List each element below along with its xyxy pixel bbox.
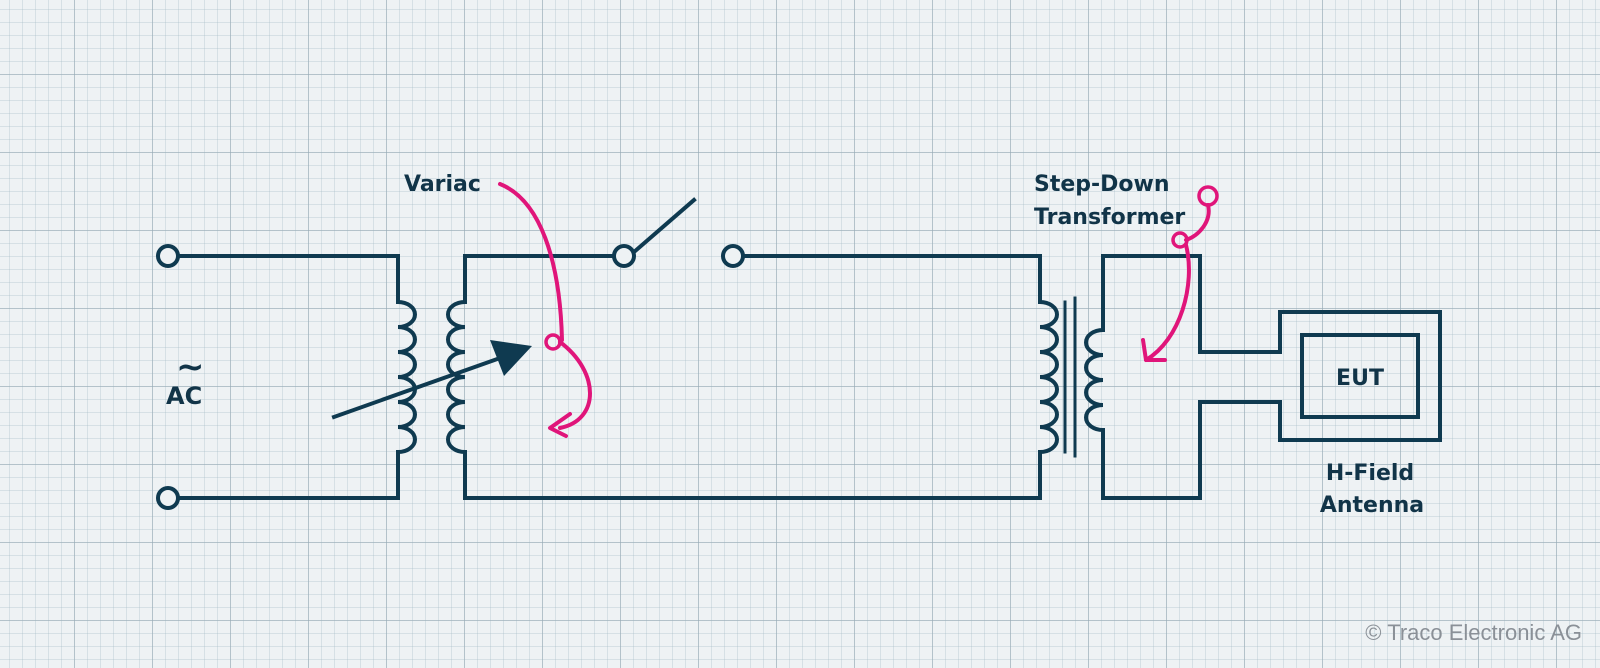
variac-label: Variac (404, 172, 481, 197)
secondary-wiring (1101, 254, 1442, 500)
ac-terminal-top (156, 244, 180, 268)
eut-label: EUT (1336, 366, 1384, 391)
ac-source-label: AC (166, 382, 202, 410)
step-down-label-line1: Step-Down (1034, 172, 1170, 197)
eut-box (1300, 333, 1420, 419)
ac-tilde-label: ~ (176, 347, 205, 387)
main-circuit-wiring (463, 197, 1042, 500)
variac-annotation-arrow (498, 182, 592, 438)
switch-terminal-left (612, 244, 636, 268)
step-down-secondary-coil (1084, 328, 1105, 432)
switch-terminal-right (721, 244, 745, 268)
ac-terminal-bottom (156, 486, 180, 510)
antenna-label-line1: H-Field (1326, 461, 1414, 486)
copyright-notice: © Traco Electronic AG (1365, 620, 1582, 645)
antenna-label-line2: Antenna (1320, 493, 1424, 518)
ac-source-wiring (166, 254, 400, 500)
variac-adjust-arrow (331, 340, 532, 420)
transformer-core (1063, 296, 1077, 458)
step-down-label-line2: Transformer (1034, 205, 1185, 230)
step-down-annotation-arrow (1141, 185, 1219, 362)
variac-secondary-coil (446, 300, 467, 454)
step-down-primary-coil (1038, 300, 1059, 454)
variac-primary-coil (396, 300, 417, 454)
